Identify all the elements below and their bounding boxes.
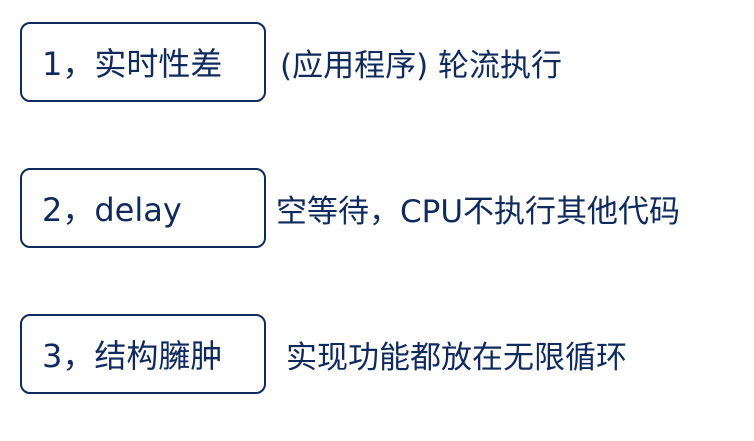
- point-description-2: 空等待，CPU不执行其他代码: [276, 193, 681, 230]
- point-row-2: 2，delay 空等待，CPU不执行其他代码: [0, 168, 754, 252]
- point-row-3: 3，结构臃肿 实现功能都放在无限循环: [0, 314, 754, 398]
- point-description-3: 实现功能都放在无限循环: [286, 339, 627, 376]
- point-label-box-3: 3，结构臃肿: [20, 314, 266, 394]
- point-label-box-1: 1，实时性差: [20, 22, 266, 102]
- point-label-box-2: 2，delay: [20, 168, 266, 248]
- point-row-1: 1，实时性差 (应用程序) 轮流执行: [0, 22, 754, 106]
- point-description-1: (应用程序) 轮流执行: [280, 47, 563, 84]
